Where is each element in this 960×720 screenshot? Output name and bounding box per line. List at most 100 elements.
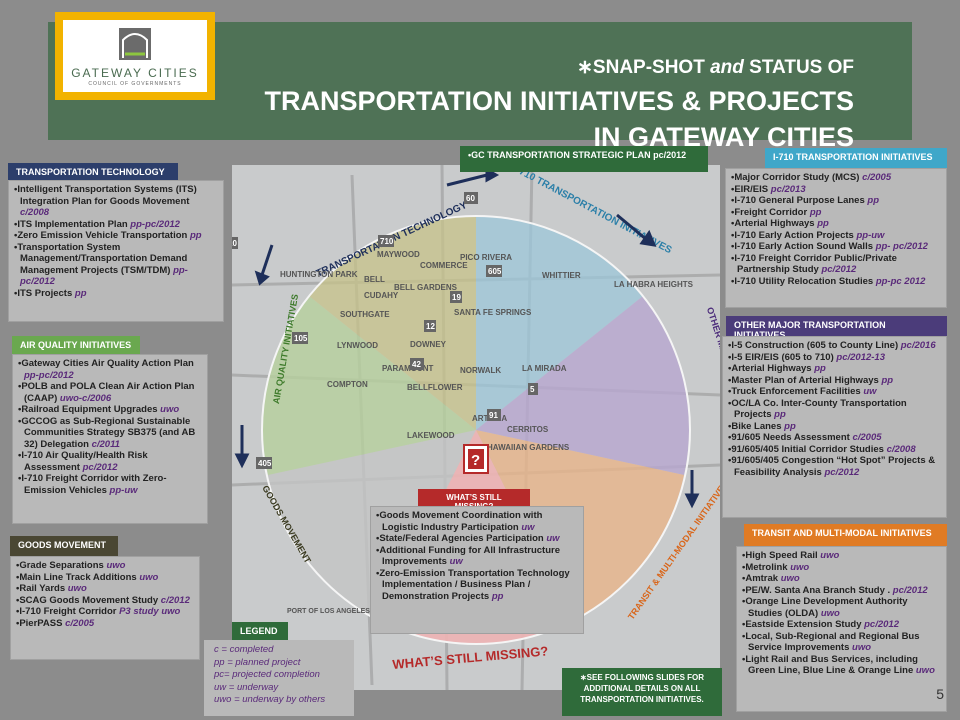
svg-text:105: 105 [294, 334, 308, 343]
highway-shield-icon: 405 [256, 457, 272, 469]
logo-subtext: COUNCIL OF GOVERNMENTS [88, 81, 182, 87]
i710-panel: •Major Corridor Study (MCS) c/2005 •EIR/… [725, 168, 947, 308]
list-item: •Arterial Highways pp [728, 363, 826, 374]
list-item: •Transportation System Management/Transp… [14, 241, 188, 288]
legend-line: pp = planned project [214, 656, 301, 668]
list-item: •91/605 Needs Assessment c/2005 [728, 432, 882, 443]
air-quality-panel: •Gateway Cities Air Quality Action Plan … [12, 354, 208, 524]
city-label: WHITTIER [542, 271, 581, 280]
legend-line: c = completed [214, 644, 274, 655]
missing-panel: •Goods Movement Coordination with Logist… [370, 506, 584, 634]
svg-text:110: 110 [232, 239, 237, 248]
header-banner: ∗SNAP-SHOT and STATUS OF TRANSPORTATION … [48, 22, 912, 152]
list-item: •Zero-Emission Transportation Technology… [376, 567, 570, 602]
list-item: •Freight Corridor pp [731, 206, 822, 218]
list-item: •I-5 Construction (605 to County Line) p… [728, 340, 936, 351]
list-item: •Major Corridor Study (MCS) c/2005 [731, 172, 892, 183]
wedge-technology [309, 216, 476, 430]
svg-text:12: 12 [426, 322, 435, 331]
city-label: BELL [364, 275, 385, 284]
list-item: •I-710 Air Quality/Health Risk Assessmen… [18, 450, 148, 473]
highway-shield-icon: 91 [487, 409, 501, 421]
legend-line: pc= projected completion [214, 669, 320, 680]
missing-tag: WHAT’S STILL MISSING? [418, 489, 530, 511]
list-item: •I-710 Freight Corridor Public/Private P… [731, 252, 897, 276]
other-major-tag: OTHER MAJOR TRANSPORTATION INITIATIVES [726, 316, 947, 340]
city-label: CERRITOS [507, 425, 549, 434]
header-title-line2: TRANSPORTATION INITIATIVES & PROJECTS [264, 86, 854, 116]
strategic-plan-tag: •GC TRANSPORTATION STRATEGIC PLAN pc/201… [460, 146, 708, 172]
header-title-line1: ∗SNAP-SHOT and STATUS OF [577, 57, 854, 78]
transit-panel: •High Speed Rail uwo •Metrolink uwo •Amt… [736, 546, 947, 712]
question-mark-icon: ? [463, 444, 489, 474]
list-item: •91/605/405 Congestion “Hot Spot” Projec… [728, 455, 936, 478]
city-label: BELL GARDENS [394, 283, 458, 292]
list-item: •EIR/EIS pc/2013 [731, 183, 806, 195]
svg-text:605: 605 [488, 267, 502, 276]
list-item: •ITS Implementation Plan pp-pc/2012 [14, 218, 180, 230]
svg-text:5: 5 [530, 385, 535, 394]
list-item: •Railroad Equipment Upgrades uwo [18, 404, 180, 415]
page-number: 5 [936, 686, 944, 702]
transit-tag: TRANSIT AND MULTI-MODAL INITIATIVES [744, 524, 947, 546]
list-item: •I-710 General Purpose Lanes pp [731, 195, 879, 206]
gateway-arch-icon [119, 28, 151, 60]
legend-line: uw = underway [214, 681, 279, 693]
list-item: •Truck Enforcement Facilities uw [728, 386, 877, 397]
list-item: •State/Federal Agencies Participation uw [376, 533, 560, 544]
list-item: •I-710 Freight Corridor P3 study uwo [16, 606, 181, 617]
city-label: NORWALK [460, 366, 501, 375]
other-major-panel: •I-5 Construction (605 to County Line) p… [722, 336, 947, 518]
logo: GATEWAY CITIES COUNCIL OF GOVERNMENTS [63, 20, 207, 92]
city-label: SOUTHGATE [340, 310, 390, 319]
tech-panel: •Intelligent Transportation Systems (ITS… [8, 180, 224, 322]
legend-tag: LEGEND [232, 622, 288, 642]
wedge-air-quality [262, 296, 476, 475]
list-item: •Goods Movement Coordination with Logist… [376, 510, 543, 533]
svg-text:60: 60 [466, 194, 475, 203]
svg-text:19: 19 [452, 293, 461, 302]
city-label: CUDAHY [364, 291, 399, 300]
highway-shield-icon: 710 [378, 235, 394, 247]
list-item: •Orange Line Development Authority Studi… [742, 596, 908, 619]
list-item: •91/605/405 Initial Corridor Studies c/2… [728, 443, 916, 455]
city-label: MAYWOOD [377, 250, 420, 259]
list-item: •Intelligent Transportation Systems (ITS… [14, 184, 197, 218]
highway-shield-icon: 12 [424, 320, 436, 332]
city-label: BELLFLOWER [407, 383, 463, 392]
list-item: •Zero Emission Vehicle Transportation pp [14, 230, 202, 241]
city-label: PICO RIVERA [460, 253, 512, 262]
list-item: •I-710 Utility Relocation Studies pp-pc … [731, 275, 926, 287]
wheel-outline [261, 215, 691, 645]
list-item: •Local, Sub-Regional and Regional Bus Se… [742, 630, 920, 654]
city-label: SANTA FE SPRINGS [454, 308, 532, 317]
air-quality-tag: AIR QUALITY INITIATIVES [12, 336, 140, 354]
city-label: PORT OF LOS ANGELES/P [287, 608, 377, 615]
cycle-arrows [234, 167, 700, 509]
list-item: •SCAG Goods Movement Study c/2012 [16, 594, 190, 606]
highway-shield-icon: 5 [528, 383, 538, 395]
list-item: •Master Plan of Arterial Highways pp [728, 374, 894, 386]
list-item: •High Speed Rail uwo [742, 550, 840, 561]
list-item: •Additional Funding for All Infrastructu… [376, 544, 560, 568]
goods-movement-panel: •Grade Separations uwo •Main Line Track … [10, 556, 200, 660]
city-label: HAWAIIAN GARDENS [487, 443, 570, 452]
city-labels: MAYWOOD COMMERCE BELL BELL GARDENS CUDAH… [280, 250, 694, 615]
city-label: LA MIRADA [522, 364, 567, 373]
list-item: •ITS Projects pp [14, 287, 87, 299]
see-following-note: ∗SEE FOLLOWING SLIDES FOR ADDITIONAL DET… [562, 668, 722, 716]
highway-shield-icon: 19 [450, 291, 462, 303]
list-item: •Arterial Highways pp [731, 218, 829, 229]
svg-text:91: 91 [489, 411, 498, 420]
highway-shield-icon: 110 [222, 237, 238, 249]
legend-line: uwo = underway by others [214, 694, 326, 705]
list-item: •I-5 EIR/EIS (605 to 710) pc/2012-13 [728, 351, 885, 363]
city-label: COMPTON [327, 380, 368, 389]
svg-text:?: ? [471, 452, 480, 469]
list-item: •Amtrak uwo [742, 573, 800, 584]
city-label: DOWNEY [410, 340, 447, 349]
list-item: •I-710 Early Action Sound Walls pp- pc/2… [731, 241, 928, 252]
wedge-other-major [476, 296, 690, 475]
list-item: •Light Rail and Bus Services, including … [742, 653, 935, 677]
svg-text:42: 42 [412, 360, 421, 369]
